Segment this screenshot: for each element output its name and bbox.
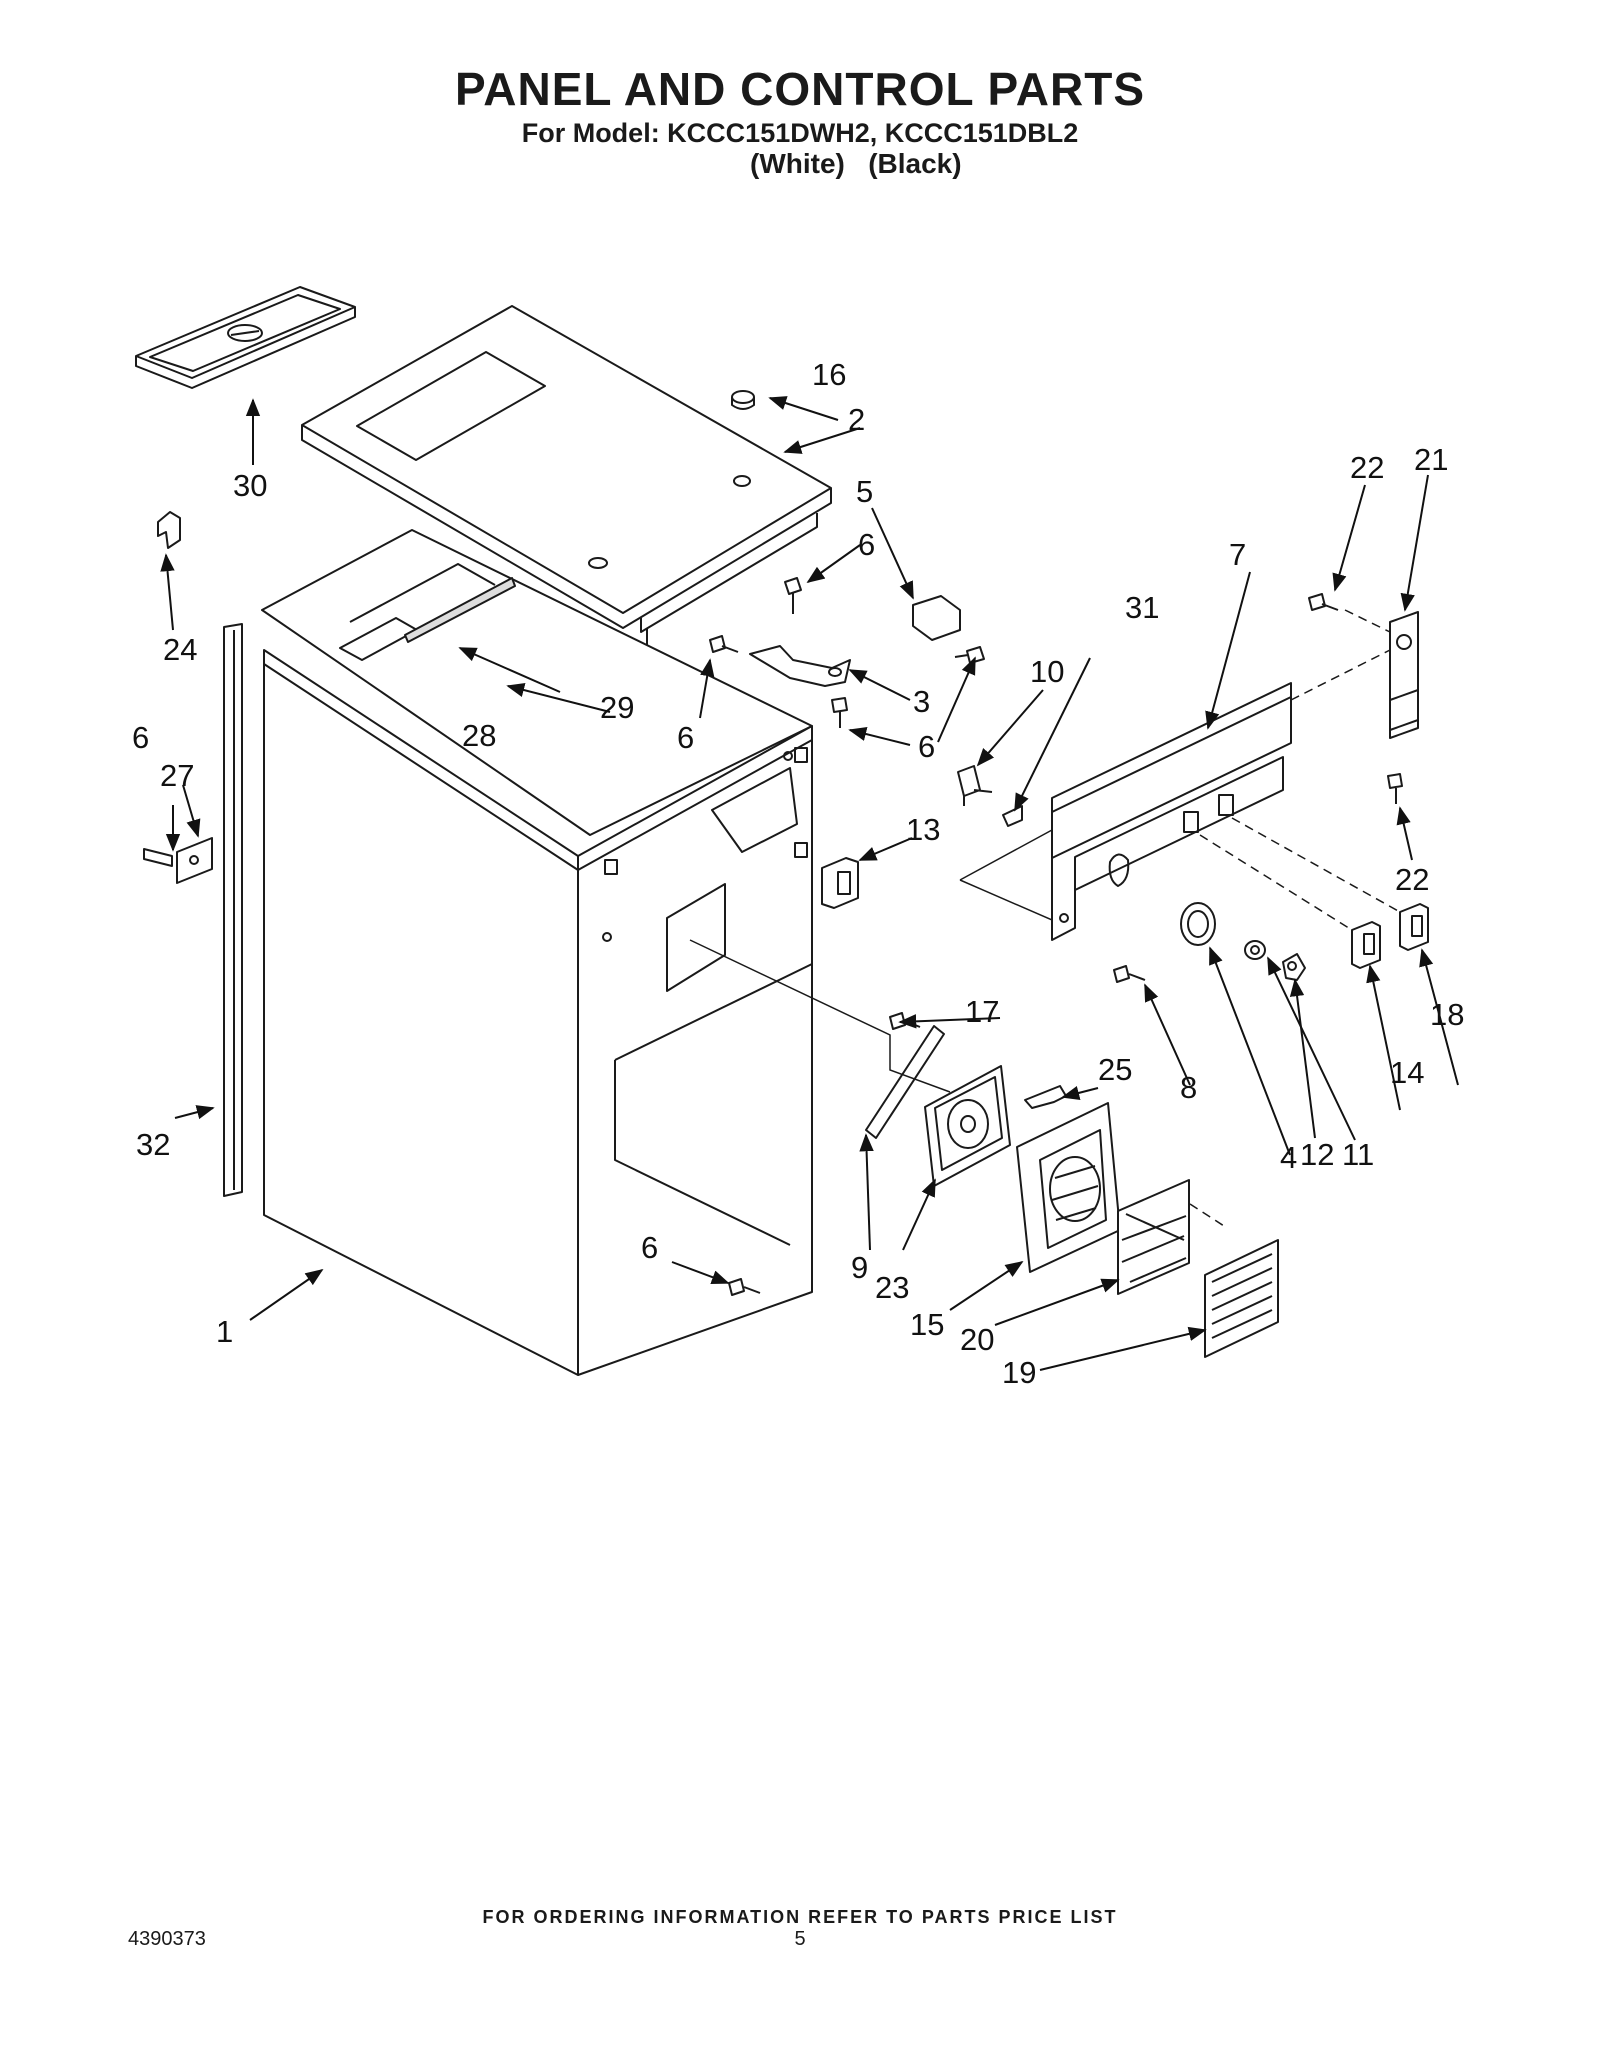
ordering-note: FOR ORDERING INFORMATION REFER TO PARTS …: [482, 1907, 1118, 1927]
bezel-part: [1180, 902, 1216, 946]
mounting-clip-part: [1002, 805, 1023, 827]
callout-6d: 6: [132, 720, 149, 755]
callout-7: 7: [1229, 537, 1246, 572]
control-panel-part: [1051, 682, 1292, 941]
switch-part-14: [1351, 921, 1381, 969]
bumper-part: [731, 390, 755, 410]
callout-18: 18: [1430, 997, 1464, 1032]
clip-part: [157, 511, 181, 549]
callout-13: 13: [906, 812, 940, 847]
callout-28: 28: [462, 718, 496, 753]
callout-31: 31: [1125, 590, 1159, 625]
callout-4: 4: [1280, 1140, 1297, 1175]
callout-8: 8: [1180, 1070, 1197, 1105]
callout-6e: 6: [641, 1230, 658, 1265]
callout-11: 11: [1342, 1137, 1374, 1172]
hinge-part: [1389, 611, 1419, 739]
callout-23: 23: [875, 1270, 909, 1305]
callout-25: 25: [1098, 1052, 1132, 1087]
bracket-part: [749, 595, 961, 687]
callout-6a: 6: [858, 527, 875, 562]
fan-part: [924, 1065, 1011, 1187]
grille-part: [1204, 1239, 1279, 1358]
page-title: PANEL AND CONTROL PARTS: [454, 63, 1146, 115]
top-panel-part: [301, 305, 832, 645]
document-number: 4390373: [128, 1928, 206, 1950]
callout-1: 1: [216, 1314, 233, 1349]
callout-27: 27: [160, 758, 194, 793]
switch-part-13: [821, 857, 859, 909]
callout-19: 19: [1002, 1355, 1036, 1390]
knob-insert-part: [1244, 940, 1266, 960]
model-colors: (White) (Black): [750, 148, 962, 179]
callout-6c: 6: [677, 720, 694, 755]
thermostat-part: [957, 765, 993, 806]
callout-30: 30: [233, 468, 267, 503]
callout-3: 3: [913, 684, 930, 719]
callout-20: 20: [960, 1322, 994, 1357]
callout-22b: 22: [1395, 862, 1429, 897]
callout-9: 9: [851, 1250, 868, 1285]
callout-24: 24: [163, 632, 197, 667]
cabinet-part: [261, 529, 813, 1376]
filter-part: [1117, 1179, 1190, 1295]
callout-6b: 6: [918, 729, 935, 764]
retainer-clip-part: [1024, 1085, 1067, 1109]
control-cover-part: [135, 286, 356, 389]
switch-part-18: [1399, 903, 1429, 951]
callout-17: 17: [965, 994, 999, 1029]
knob-part: [1282, 953, 1306, 981]
callout-22a: 22: [1350, 450, 1384, 485]
callout-21: 21: [1414, 442, 1448, 477]
screw-parts: [709, 577, 1403, 1296]
callout-15: 15: [910, 1307, 944, 1342]
callout-5: 5: [856, 474, 873, 509]
hinge-plate-part: [143, 837, 213, 884]
vent-frame-part: [1016, 1102, 1121, 1273]
model-numbers: For Model: KCCC151DWH2, KCCC151DBL2: [521, 118, 1079, 148]
callout-10: 10: [1030, 654, 1064, 689]
callout-16: 16: [812, 357, 846, 392]
callout-2: 2: [848, 402, 865, 437]
callout-29: 29: [600, 690, 634, 725]
callout-12: 12: [1300, 1137, 1334, 1172]
callout-32: 32: [136, 1127, 170, 1162]
callout-14: 14: [1390, 1055, 1424, 1090]
side-trim-part: [223, 623, 243, 1197]
page-number: 5: [794, 1928, 806, 1950]
